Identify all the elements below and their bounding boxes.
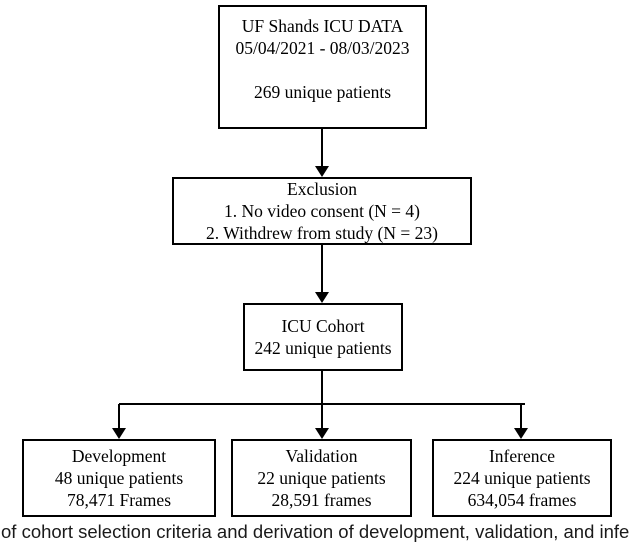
validation-frame-count: 28,591 frames [271, 490, 372, 510]
arrow-shaft [118, 404, 120, 429]
arrow-shaft [321, 404, 323, 429]
arrowhead-down-icon [514, 428, 528, 439]
validation-box: Validation 22 unique patients 28,591 fra… [231, 439, 412, 517]
exclusion-item-1: 1. No video consent (N = 4) [223, 201, 420, 221]
development-frame-count: 78,471 Frames [66, 490, 172, 510]
arrowhead-down-icon [315, 166, 329, 177]
source-patient-count: 269 unique patients [253, 82, 392, 102]
development-title: Development [71, 446, 167, 466]
source-date-range: 05/04/2021 - 08/03/2023 [235, 38, 410, 58]
arrow-shaft [520, 404, 522, 429]
inference-frame-count: 634,054 frames [467, 490, 577, 510]
arrowhead-down-icon [315, 428, 329, 439]
cohort-patient-count: 242 unique patients [254, 338, 392, 358]
source-data-box: UF Shands ICU DATA 05/04/2021 - 08/03/20… [218, 5, 427, 129]
cohort-title: ICU Cohort [281, 316, 365, 336]
validation-patient-count: 22 unique patients [257, 468, 386, 488]
arrow-shaft [321, 245, 323, 293]
development-box: Development 48 unique patients 78,471 Fr… [22, 439, 216, 517]
development-patient-count: 48 unique patients [54, 468, 184, 488]
exclusion-title: Exclusion [287, 179, 357, 199]
arrowhead-down-icon [112, 428, 126, 439]
arrow-exclusion-to-cohort [315, 245, 329, 303]
arrow-to-validation [315, 404, 329, 439]
spacer [220, 59, 425, 81]
branch-connector-stub [321, 369, 323, 405]
source-title: UF Shands ICU DATA [241, 16, 404, 36]
arrow-source-to-exclusion [315, 129, 329, 177]
arrow-to-inference [514, 404, 528, 439]
exclusion-item-2: 2. Withdrew from study (N = 23) [206, 223, 438, 243]
arrow-to-development [112, 404, 126, 439]
exclusion-box: Exclusion 1. No video consent (N = 4) 2.… [172, 177, 472, 245]
validation-title: Validation [285, 446, 358, 466]
inference-box: Inference 224 unique patients 634,054 fr… [432, 439, 612, 517]
inference-patient-count: 224 unique patients [453, 468, 591, 488]
figure-caption: of cohort selection criteria and derivat… [1, 521, 630, 542]
arrowhead-down-icon [315, 292, 329, 303]
arrow-shaft [321, 129, 323, 167]
inference-title: Inference [488, 446, 556, 466]
cohort-box: ICU Cohort 242 unique patients [243, 303, 403, 371]
